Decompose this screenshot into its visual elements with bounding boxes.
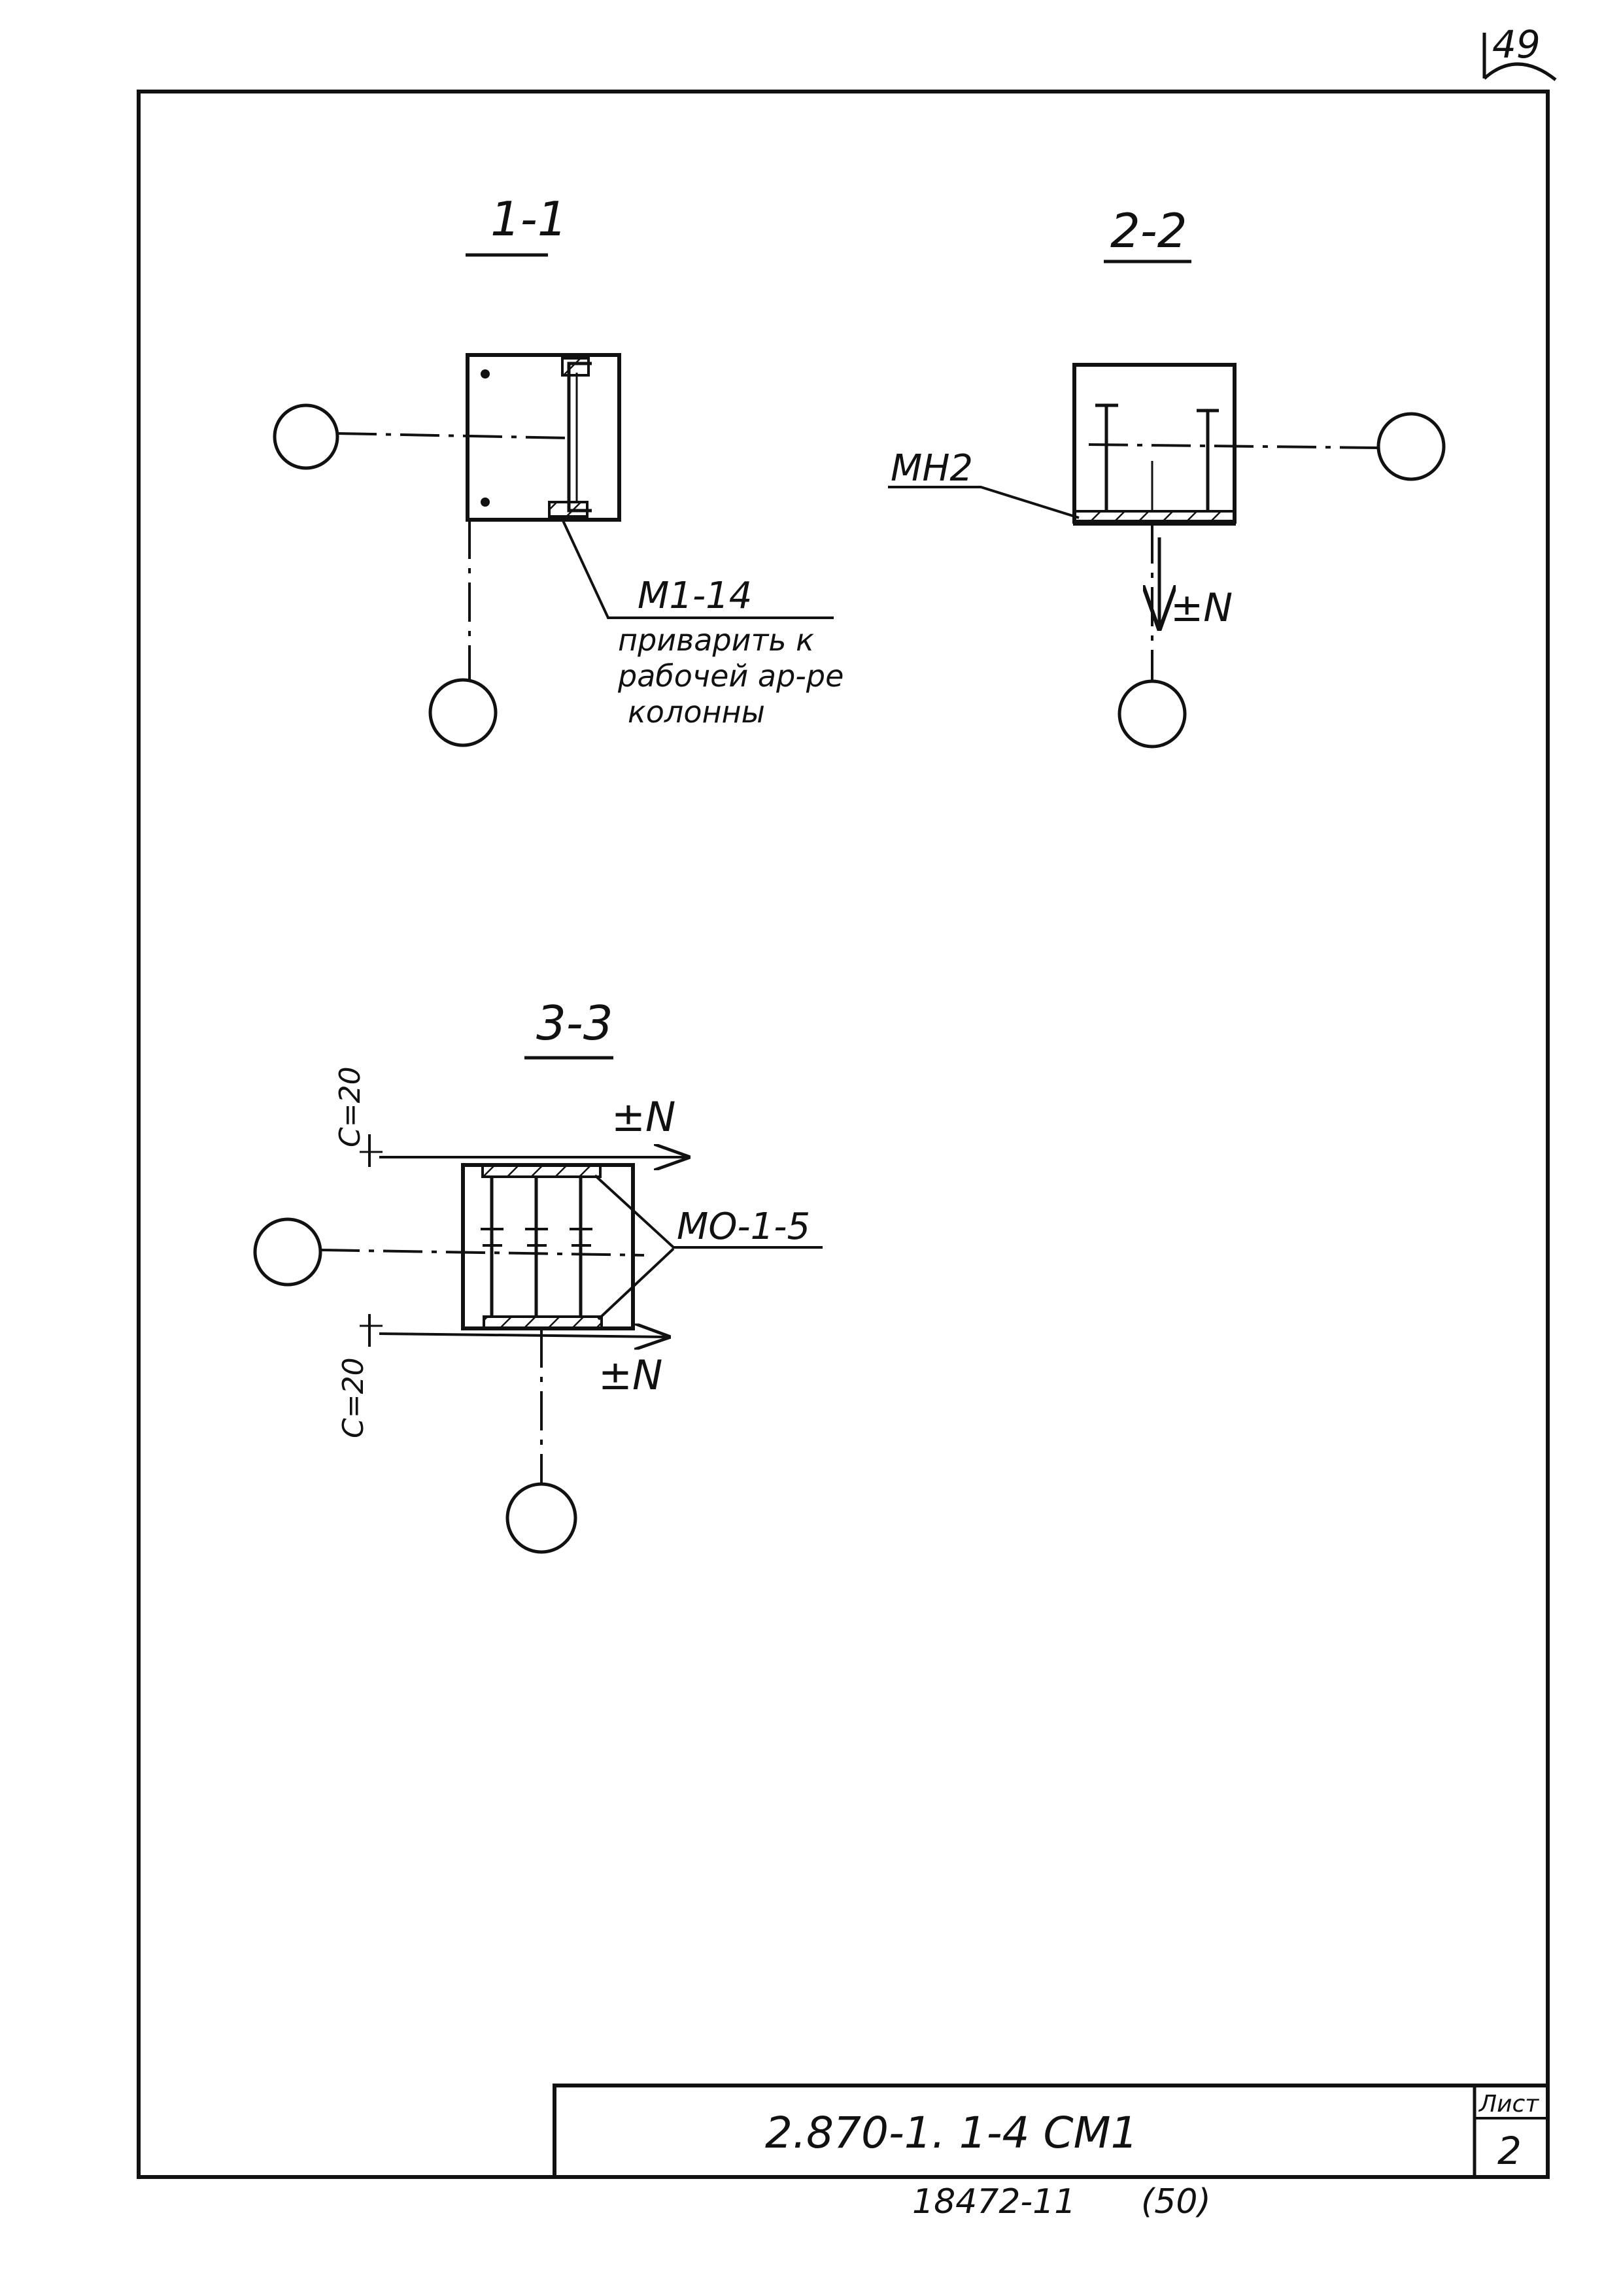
corner-stamp: 49 <box>1482 22 1557 81</box>
axis-bubble <box>1376 412 1446 481</box>
title-block-frame <box>553 2084 1550 2179</box>
inventory-number: 18472-11 <box>912 2182 1076 2221</box>
section-1-1-title: 1-1 <box>490 192 568 246</box>
axis-bubble <box>505 1482 577 1554</box>
sheet-label: Лист <box>1478 2091 1539 2118</box>
part-label-m1-14: М1-14 <box>638 575 752 617</box>
weld-hatch <box>548 501 589 518</box>
part-label-mn2: МН2 <box>891 447 973 490</box>
drawing-designation: 2.870-1. 1-4 СМ1 <box>765 2108 1138 2158</box>
force-arrow-bottom <box>379 1334 668 1337</box>
embedded-plate-hatch-top <box>481 1164 602 1178</box>
part-label-mo-1-5: МО-1-5 <box>677 1206 810 1248</box>
section-2-2: 2-2 ±N МН2 <box>888 203 1446 749</box>
dimension-label-bottom: С=20 <box>337 1357 370 1438</box>
section-3-3: 3-3 ±N ±N С=20 С=20 МО-1-5 <box>253 996 823 1554</box>
title-block: 2.870-1. 1-4 СМ1 Лист 2 <box>553 2084 1550 2179</box>
anchor-stud <box>1197 409 1219 511</box>
axis-bubble <box>1118 679 1187 749</box>
section-3-3-title: 3-3 <box>536 996 613 1051</box>
section-2-2-title: 2-2 <box>1110 203 1187 258</box>
force-label-top: ±N <box>611 1093 675 1141</box>
leader-line <box>888 486 1080 519</box>
page-number: 49 <box>1492 22 1541 67</box>
axis-line <box>337 432 570 439</box>
embedded-plate-hatch <box>1073 510 1236 526</box>
weld-hatch <box>561 357 590 377</box>
axis-line <box>320 1249 645 1257</box>
weld-note-line-1: приварить к <box>618 622 814 658</box>
weld-note-line-3: колонны <box>628 694 765 730</box>
rebar-dot <box>481 498 490 507</box>
dimension-label-top: С=20 <box>333 1066 367 1147</box>
copy-number: (50) <box>1141 2182 1211 2221</box>
column-section-1 <box>466 353 621 522</box>
section-1-1: 1-1 М1-14 приварить к рабочей ар-ре коло… <box>273 192 844 747</box>
sheet-number: 2 <box>1497 2129 1522 2173</box>
axis-bubble <box>428 678 498 747</box>
embedded-channel <box>567 362 592 513</box>
force-label-bottom: ±N <box>598 1351 662 1399</box>
axis-bubble <box>253 1217 322 1287</box>
axis-bubble <box>273 403 339 470</box>
leader-line <box>597 1247 675 1321</box>
column-section-2 <box>1072 363 1237 524</box>
embedded-plate-hatch-bottom <box>483 1315 603 1330</box>
weld-note-line-2: рабочей ар-ре <box>617 658 844 694</box>
leader-line <box>594 1174 823 1249</box>
force-label: ±N <box>1170 585 1233 631</box>
axis-line <box>1088 443 1379 449</box>
rebar-dot <box>481 369 490 379</box>
anchor-stud <box>1095 403 1118 511</box>
leader-line <box>560 516 834 619</box>
